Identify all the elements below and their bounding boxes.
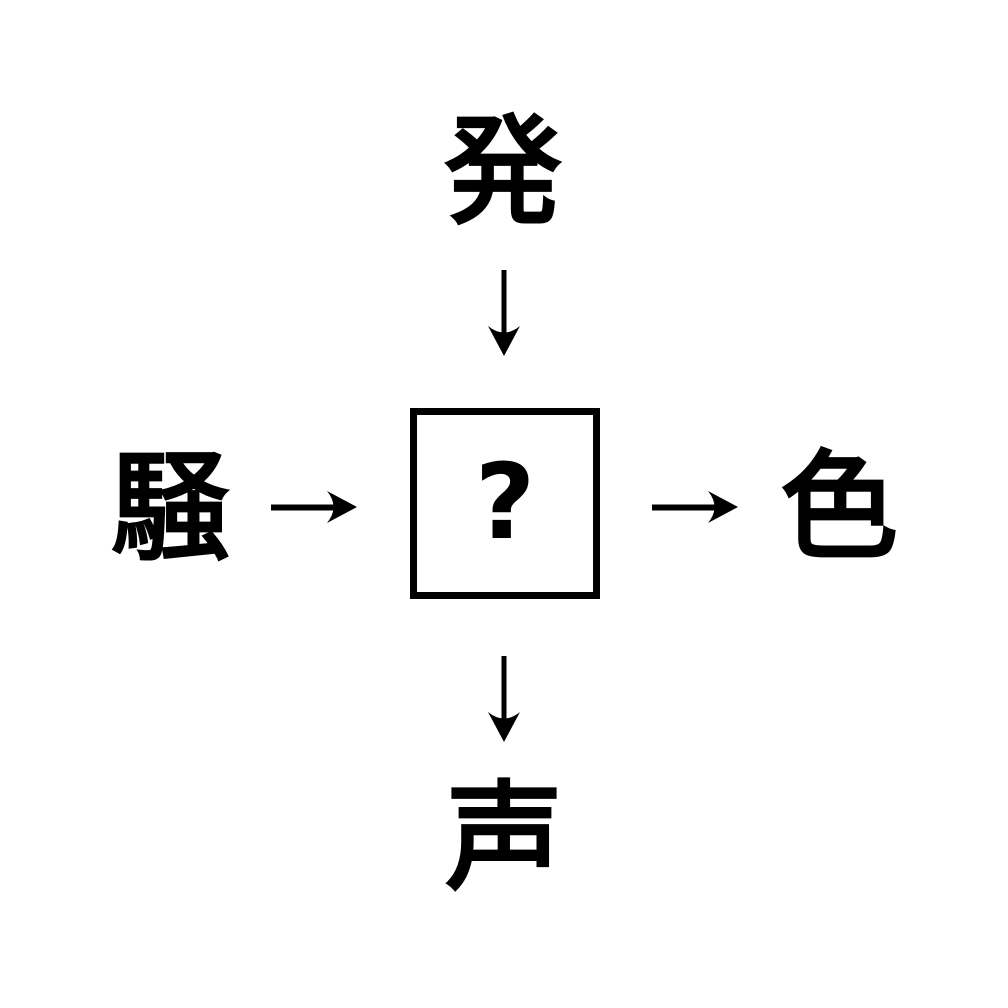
arrow-right-icon bbox=[271, 490, 357, 524]
kanji-bottom: 声 bbox=[444, 769, 564, 907]
kanji-left: 騒 bbox=[110, 439, 230, 577]
arrow-right-icon bbox=[652, 490, 738, 524]
arrow-down-icon bbox=[487, 656, 521, 742]
kanji-right: 色 bbox=[779, 438, 899, 576]
arrow-down-icon bbox=[487, 270, 521, 356]
question-mark: ? bbox=[474, 440, 536, 563]
kanji-top: 発 bbox=[443, 103, 563, 241]
answer-box: ? bbox=[410, 408, 600, 599]
